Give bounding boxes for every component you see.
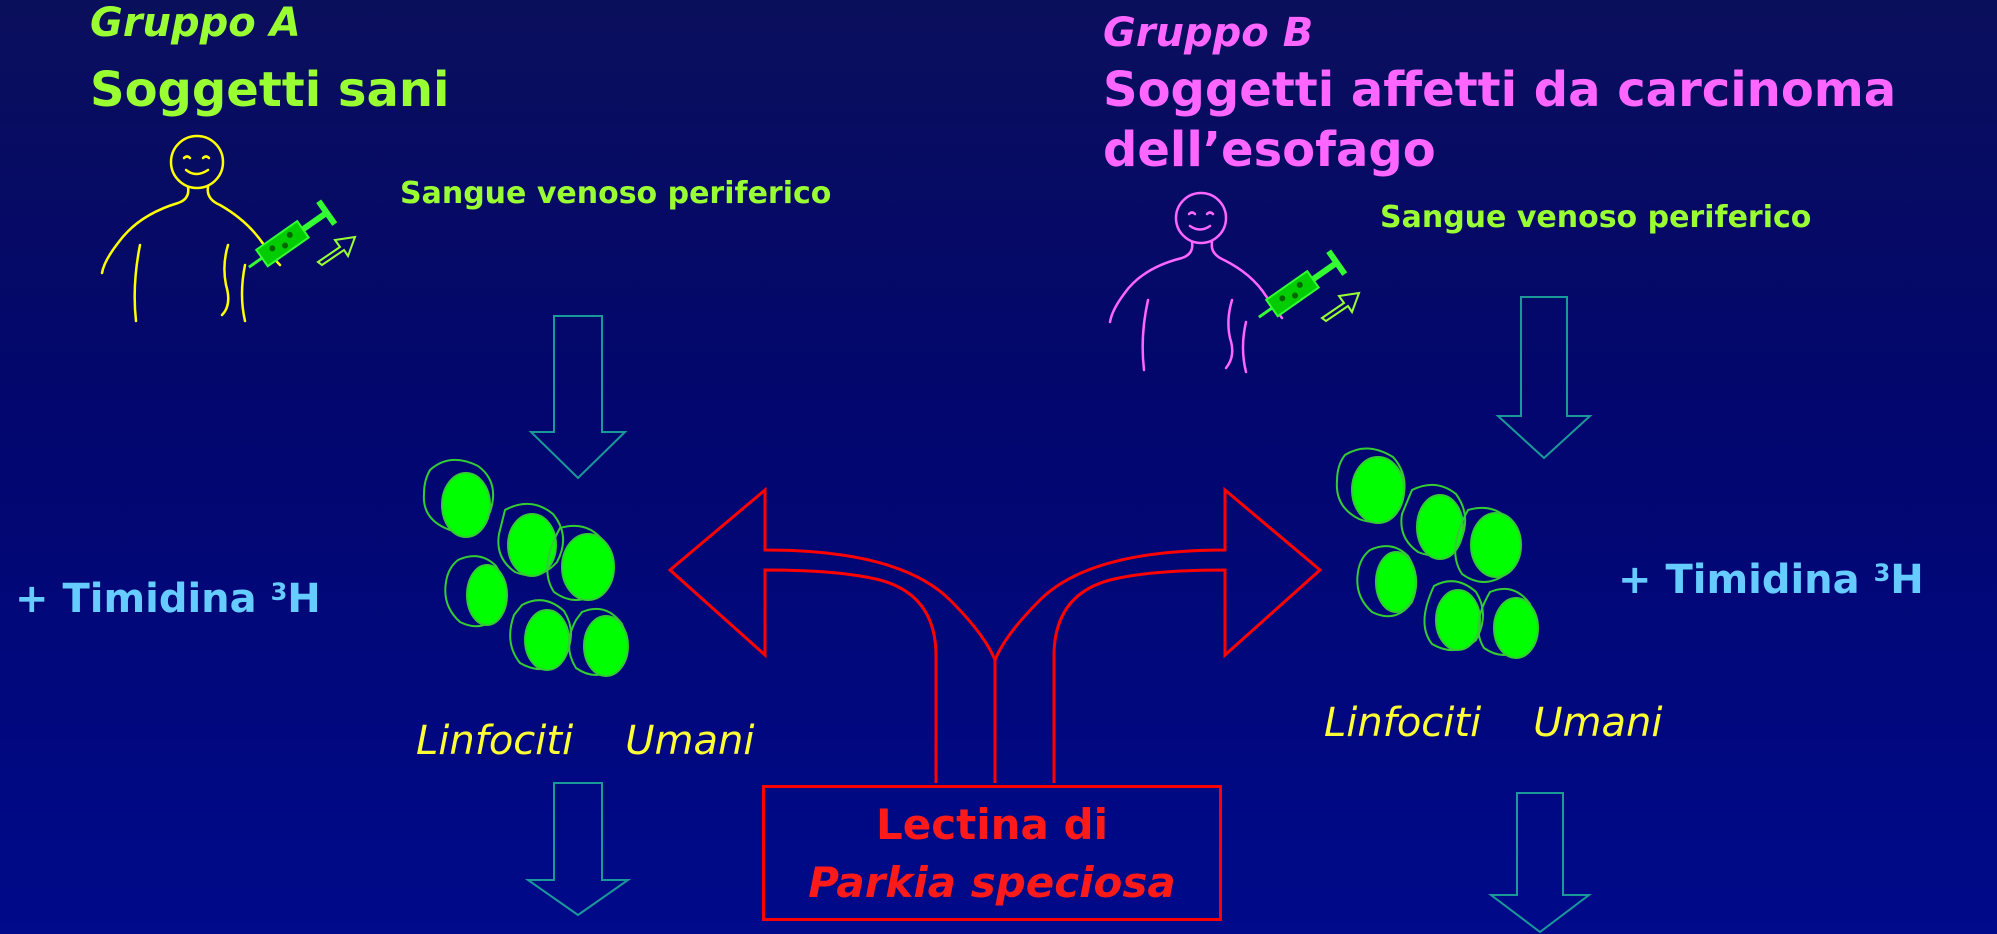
group-a-label: Gruppo A bbox=[90, 0, 301, 46]
thymidine-prefix: + Timidina bbox=[15, 576, 271, 622]
group-a-lymphocytes-label: Linfociti Umani bbox=[416, 718, 754, 764]
lymph-word-2: Umani bbox=[1533, 700, 1663, 746]
group-a-thymidine-label: + Timidina 3H bbox=[15, 576, 321, 622]
lectin-species: Parkia speciosa bbox=[808, 858, 1176, 907]
down-arrow-icon bbox=[528, 315, 628, 480]
person-healthy-icon bbox=[100, 134, 282, 323]
thymidine-isotope: 3 bbox=[270, 578, 288, 606]
lymphocyte-cluster-icon bbox=[1335, 447, 1539, 659]
lymph-word-2: Umani bbox=[625, 718, 755, 764]
syringe-icon bbox=[1258, 249, 1348, 319]
small-arrow-icon bbox=[1320, 291, 1361, 323]
thymidine-isotope: 3 bbox=[1873, 559, 1891, 587]
down-arrow-icon bbox=[1495, 296, 1593, 460]
syringe-icon bbox=[248, 199, 338, 269]
thymidine-suffix: H bbox=[287, 576, 321, 622]
lymph-word-1: Linfociti bbox=[416, 718, 574, 764]
group-b-thymidine-label: + Timidina 3H bbox=[1618, 557, 1924, 603]
group-a-title: Soggetti sani bbox=[90, 62, 450, 118]
small-arrow-icon bbox=[316, 235, 357, 267]
lymph-word-1: Linfociti bbox=[1324, 700, 1482, 746]
lectin-box: Lectina di Parkia speciosa bbox=[762, 785, 1222, 921]
down-arrow-icon bbox=[524, 782, 632, 917]
lectin-line-1: Lectina di bbox=[876, 800, 1108, 849]
thymidine-suffix: H bbox=[1890, 557, 1924, 603]
group-b-title: Soggetti affetti da carcinoma dell’esofa… bbox=[1103, 62, 1897, 178]
lymphocyte-cluster-icon bbox=[422, 459, 629, 677]
group-b-label: Gruppo B bbox=[1103, 10, 1314, 56]
thymidine-prefix: + Timidina bbox=[1618, 557, 1874, 603]
person-patient-icon bbox=[1108, 191, 1284, 374]
group-b-lymphocytes-label: Linfociti Umani bbox=[1324, 700, 1662, 746]
down-arrow-icon bbox=[1488, 792, 1592, 934]
